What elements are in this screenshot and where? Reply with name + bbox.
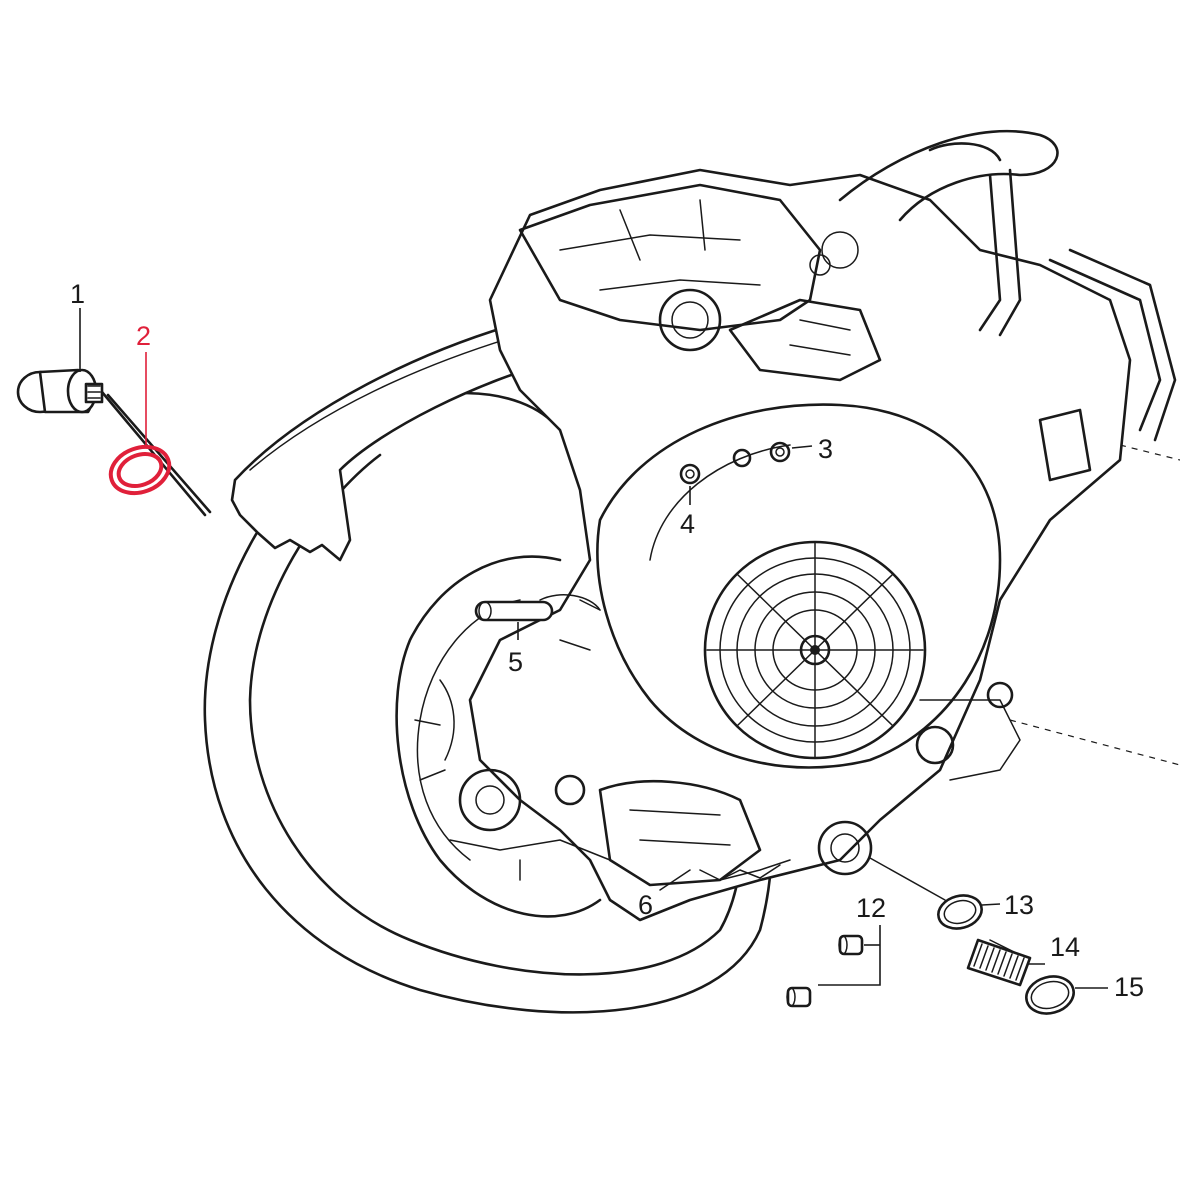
part-12-plugs [786, 925, 881, 1008]
engine-block [449, 129, 1177, 922]
part-13-seal [937, 894, 1001, 930]
part-14-spring [966, 938, 1045, 987]
callout-12: 12 [856, 893, 886, 923]
part-5-pin [474, 600, 554, 640]
callout-1: 1 [70, 279, 85, 309]
part-6-crankcase [659, 869, 691, 891]
callout-13: 13 [1004, 890, 1034, 920]
fan-grille [703, 540, 927, 760]
callout-3: 3 [818, 434, 833, 464]
callout-14: 14 [1050, 932, 1080, 962]
callout-5: 5 [508, 647, 523, 677]
reference-lines [1009, 444, 1180, 766]
part-2-o-ring [108, 352, 172, 496]
part-4-nut [679, 463, 701, 505]
callout-2: 2 [136, 321, 151, 351]
callout-4: 4 [680, 509, 695, 539]
callout-6: 6 [638, 890, 653, 920]
part-1-dipstick [16, 308, 212, 517]
part-15-ring [1025, 975, 1108, 1015]
callout-15: 15 [1114, 972, 1144, 1002]
callout-labels: 1 2 3 4 5 6 12 13 14 15 [70, 279, 1144, 1002]
part-3-nut [732, 441, 813, 468]
